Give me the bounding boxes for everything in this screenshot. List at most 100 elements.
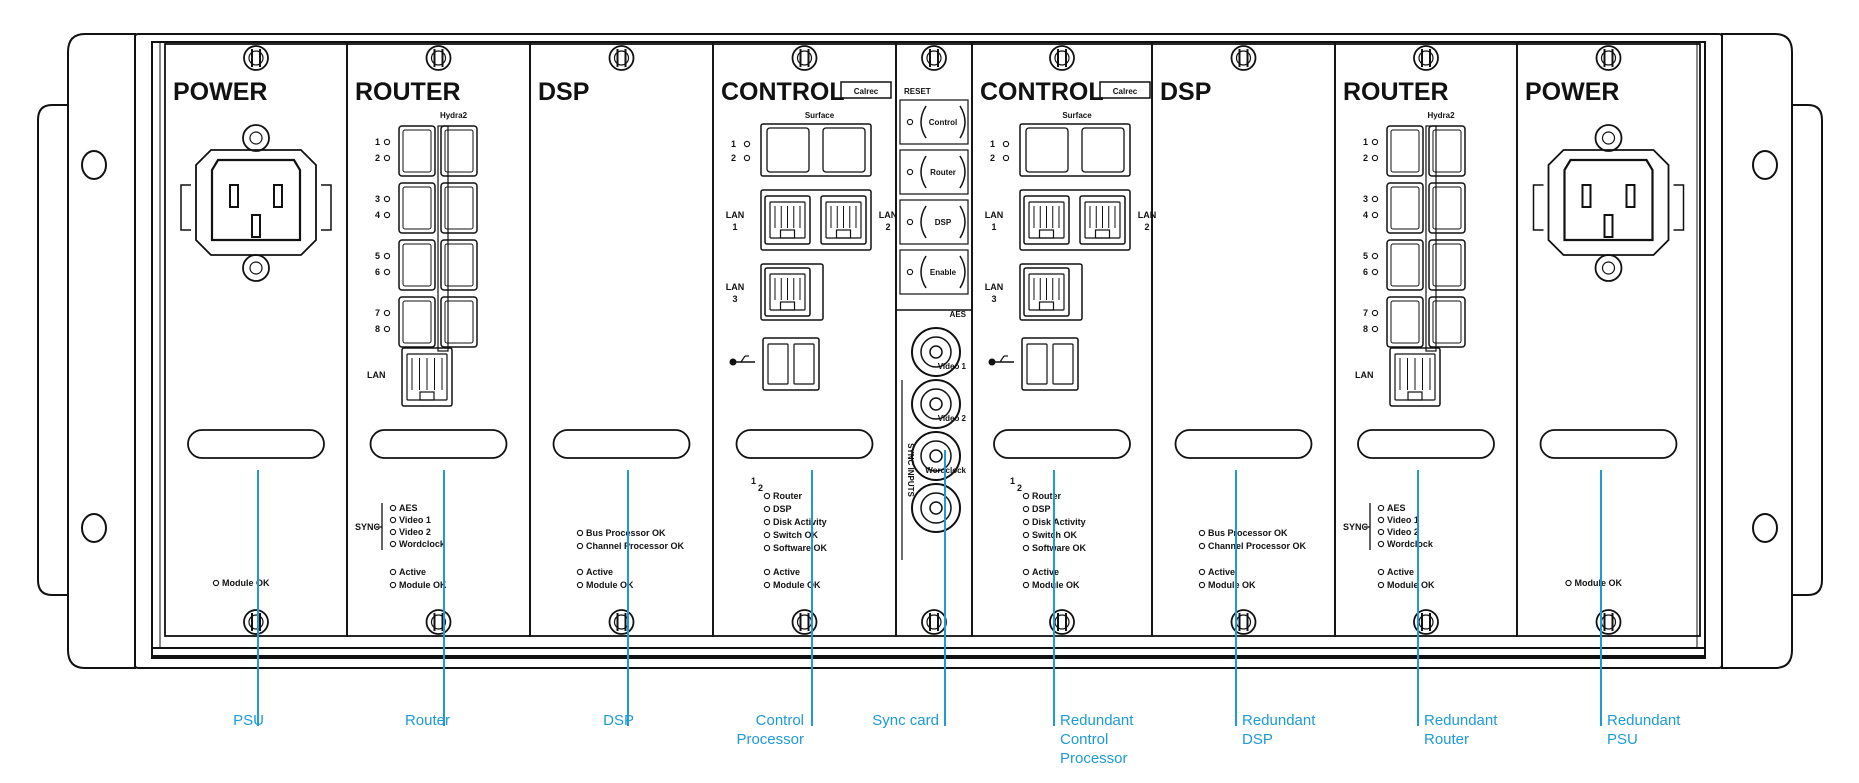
port-led-router2-1 [1371, 154, 1379, 162]
port-led-router2-2 [1371, 195, 1379, 203]
status-led-control2-1 [1022, 581, 1030, 589]
module-title-control: CONTROL [721, 78, 845, 106]
screw-bottom-router [425, 609, 452, 635]
bnc-label-2: Video 2 [938, 414, 967, 423]
ctrl-led-control2-1 [1022, 505, 1030, 513]
surface-led-control-0 [743, 140, 751, 148]
legend-1-control: 1 [751, 476, 756, 486]
surface-port-num-control2-0: 1 [990, 139, 995, 149]
port-number-router-0: 1 [375, 137, 380, 147]
port-number-router2-7: 8 [1363, 324, 1368, 334]
screw-bottom-router2 [1413, 609, 1439, 635]
surface-led-control2-1 [1002, 154, 1010, 162]
reset-button-box-0 [899, 99, 969, 145]
ctrl-status-control2-1: DSP [1032, 504, 1051, 514]
port-led-router-0 [383, 138, 391, 146]
pill-dsp2 [1174, 429, 1313, 459]
usb-icon-control2 [988, 355, 1014, 366]
port-number-router2-4: 5 [1363, 251, 1368, 261]
reset-button-3: Enable [930, 268, 957, 277]
right-ear-hole-bottom [1752, 513, 1778, 543]
ctrl-led-control-1 [763, 505, 771, 513]
right-ear-hole-top [1752, 150, 1778, 180]
lan-label-router: LAN [367, 370, 386, 380]
sync-led-router-3 [389, 540, 397, 548]
sync-item-router2-3: Wordclock [1387, 539, 1434, 549]
reset-label: RESET [904, 87, 931, 96]
dsp-led-dsp2-0 [1198, 529, 1206, 537]
ctrl-status-control-0: Router [773, 491, 802, 501]
pill-router [369, 429, 508, 459]
status-module-ok-psu2: Module OK [1575, 578, 1623, 588]
screw-top-router [425, 45, 452, 71]
sync-led-router2-0 [1377, 504, 1385, 512]
port-led-router-7 [383, 325, 391, 333]
sfp-port-router-3-1 [440, 296, 478, 348]
port-number-router2-1: 2 [1363, 153, 1368, 163]
bnc-label-1: Video 1 [938, 362, 967, 371]
port-number-router-6: 7 [375, 308, 380, 318]
callout-label-dsp2-0: Redundant [1242, 712, 1316, 729]
callout-label-control2-0: Redundant [1060, 712, 1134, 729]
sync-item-router-2: Video 2 [399, 527, 431, 537]
bnc-label-0: AES [950, 310, 967, 319]
ctrl-led-control-0 [763, 492, 771, 500]
reset-button-1: Router [930, 168, 956, 177]
sfp-port-router-0-1 [440, 125, 478, 177]
port-number-router-3: 4 [375, 210, 380, 220]
status-led-router-1 [389, 581, 397, 589]
legend-2-control2: 2 [1017, 483, 1022, 493]
status-led-dsp-1 [576, 581, 584, 589]
status-led-dsp2-0 [1198, 568, 1206, 576]
port-number-router-4: 5 [375, 251, 380, 261]
dsp-led-dsp-1 [576, 542, 584, 550]
port-number-router-5: 6 [375, 267, 380, 277]
callout-label-dsp-0: DSP [603, 712, 634, 729]
sync-inputs-label: SYNC INPUTS [906, 443, 915, 497]
bnc-connector-3 [911, 483, 961, 533]
sfp-port-router-2-0 [398, 239, 436, 291]
ctrl-status-control-3: Switch OK [773, 530, 819, 540]
lan2-num-control2: 2 [1144, 222, 1149, 232]
sfp-port-router-1-1 [440, 182, 478, 234]
sfp-port-router2-0-1 [1428, 125, 1466, 177]
right-rack-ear [1721, 33, 1793, 669]
bnc-connector-0 [911, 327, 961, 377]
screw-top-router2 [1413, 45, 1439, 71]
sync-led-router-2 [389, 528, 397, 536]
ctrl-led-control2-0 [1022, 492, 1030, 500]
status-led-router2-0 [1377, 568, 1385, 576]
callout-label-control2-2: Processor [1060, 750, 1128, 767]
lan2-num-control: 2 [885, 222, 890, 232]
bnc-connector-1 [911, 379, 961, 429]
lan1-num-control: 1 [732, 222, 737, 232]
lan3-num-control2: 3 [991, 294, 996, 304]
lan-port-router [401, 347, 453, 407]
module-panel-psu2 [1516, 43, 1701, 637]
brand-control: Calrec [854, 87, 879, 96]
port-led-router2-5 [1371, 268, 1379, 276]
ctrl-led-control-2 [763, 518, 771, 526]
callout-label-psu-0: PSU [233, 712, 264, 729]
port-led-router2-6 [1371, 309, 1379, 317]
pill-dsp [552, 429, 691, 459]
led-module-ok-psu2 [1565, 579, 1572, 587]
status-router-1: Module OK [399, 580, 447, 590]
status-dsp-0: Active [586, 567, 613, 577]
status-control-1: Module OK [773, 580, 821, 590]
lan3-block-control2 [1019, 263, 1083, 321]
left-ear-hole-bottom [81, 513, 107, 543]
chassis-outer [134, 33, 1723, 669]
port-number-router2-2: 3 [1363, 194, 1368, 204]
status-led-router-0 [389, 568, 397, 576]
callout-label-sync-0: Sync card [872, 712, 939, 729]
status-dsp2-1: Module OK [1208, 580, 1256, 590]
sync-item-router2-2: Video 2 [1387, 527, 1419, 537]
status-led-control-0 [763, 568, 771, 576]
